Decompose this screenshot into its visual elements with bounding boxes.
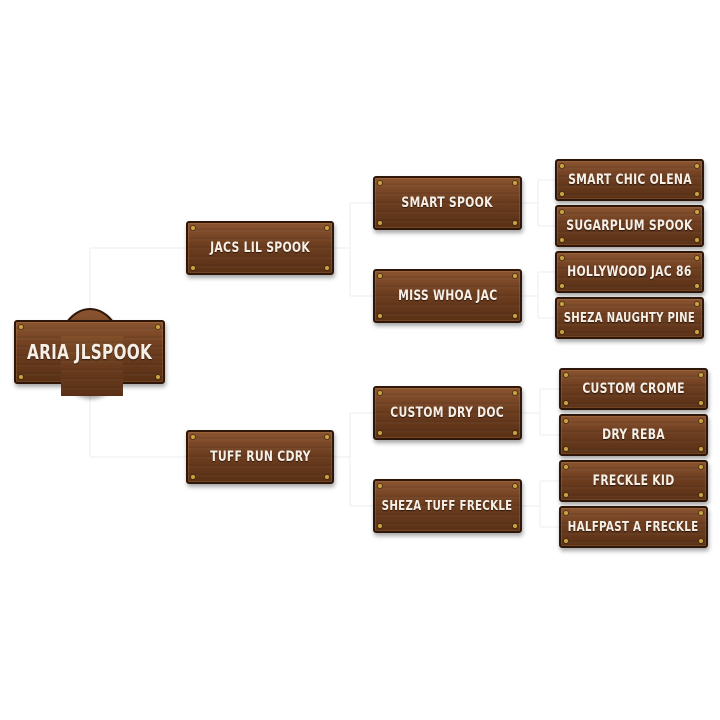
nail-icon bbox=[513, 431, 517, 435]
subject-sign-grain bbox=[61, 336, 123, 396]
dam-name: TUFF RUN CDRY bbox=[209, 449, 311, 465]
nail-icon bbox=[378, 181, 382, 185]
nail-icon bbox=[378, 391, 382, 395]
nail-icon bbox=[560, 330, 564, 334]
nail-icon bbox=[378, 484, 382, 488]
dam-sire-sign: CUSTOM DRY DOC bbox=[373, 386, 522, 440]
nail-icon bbox=[378, 274, 382, 278]
sds-name: HOLLYWOOD JAC 86 bbox=[567, 264, 692, 280]
nail-icon bbox=[156, 375, 160, 379]
nail-icon bbox=[560, 164, 564, 168]
nail-icon bbox=[699, 401, 703, 405]
sire-sire-name: SMART SPOOK bbox=[401, 195, 494, 211]
subject-sign: ARIA JLSPOOK bbox=[14, 308, 165, 396]
nail-icon bbox=[513, 314, 517, 318]
sire-dam-name: MISS WHOA JAC bbox=[397, 288, 498, 304]
nail-icon bbox=[378, 314, 382, 318]
nail-icon bbox=[695, 302, 699, 306]
nail-icon bbox=[513, 181, 517, 185]
nail-icon bbox=[191, 435, 195, 439]
subject-name: ARIA JLSPOOK bbox=[26, 340, 153, 364]
nail-icon bbox=[564, 493, 568, 497]
nail-icon bbox=[513, 391, 517, 395]
nail-icon bbox=[560, 256, 564, 260]
nail-icon bbox=[699, 511, 703, 515]
nail-icon bbox=[564, 465, 568, 469]
nail-icon bbox=[191, 266, 195, 270]
sire-dam-sign: MISS WHOA JAC bbox=[373, 269, 522, 323]
dsd-sign: DRY REBA bbox=[559, 414, 708, 456]
dss-sign: CUSTOM CROME bbox=[559, 368, 708, 410]
nail-icon bbox=[156, 325, 160, 329]
ssd-name: SUGARPLUM SPOOK bbox=[566, 218, 693, 234]
nail-icon bbox=[325, 435, 329, 439]
nail-icon bbox=[325, 266, 329, 270]
nail-icon bbox=[695, 210, 699, 214]
nail-icon bbox=[513, 274, 517, 278]
nail-icon bbox=[695, 192, 699, 196]
nail-icon bbox=[695, 238, 699, 242]
nail-icon bbox=[564, 401, 568, 405]
nail-icon bbox=[699, 447, 703, 451]
nail-icon bbox=[513, 221, 517, 225]
nail-icon bbox=[325, 226, 329, 230]
dam-sire-name: CUSTOM DRY DOC bbox=[390, 405, 505, 421]
dds-name: FRECKLE KID bbox=[592, 473, 675, 489]
nail-icon bbox=[564, 539, 568, 543]
nail-icon bbox=[19, 375, 23, 379]
sire-sire-sign: SMART SPOOK bbox=[373, 176, 522, 230]
nail-icon bbox=[699, 539, 703, 543]
nail-icon bbox=[560, 210, 564, 214]
nail-icon bbox=[695, 284, 699, 288]
nail-icon bbox=[513, 524, 517, 528]
nail-icon bbox=[378, 221, 382, 225]
nail-icon bbox=[560, 238, 564, 242]
nail-icon bbox=[19, 325, 23, 329]
sdd-name: SHEZA NAUGHTY PINE bbox=[563, 310, 696, 326]
nail-icon bbox=[699, 419, 703, 423]
nail-icon bbox=[191, 475, 195, 479]
sire-sign: JACS LIL SPOOK bbox=[186, 221, 334, 275]
nail-icon bbox=[378, 524, 382, 528]
nail-icon bbox=[699, 465, 703, 469]
ddd-name: HALFPAST A FRECKLE bbox=[568, 519, 699, 535]
sdd-sign: SHEZA NAUGHTY PINE bbox=[555, 297, 704, 339]
sss-name: SMART CHIC OLENA bbox=[567, 172, 692, 188]
nail-icon bbox=[695, 330, 699, 334]
nail-icon bbox=[699, 493, 703, 497]
sds-sign: HOLLYWOOD JAC 86 bbox=[555, 251, 704, 293]
nail-icon bbox=[191, 226, 195, 230]
nail-icon bbox=[695, 256, 699, 260]
nail-icon bbox=[560, 302, 564, 306]
nail-icon bbox=[560, 284, 564, 288]
dam-sign: TUFF RUN CDRY bbox=[186, 430, 334, 484]
dss-name: CUSTOM CROME bbox=[582, 381, 685, 397]
nail-icon bbox=[564, 419, 568, 423]
nail-icon bbox=[378, 431, 382, 435]
nail-icon bbox=[513, 484, 517, 488]
nail-icon bbox=[699, 373, 703, 377]
sss-sign: SMART CHIC OLENA bbox=[555, 159, 704, 201]
nail-icon bbox=[564, 373, 568, 377]
nail-icon bbox=[325, 475, 329, 479]
dam-dam-sign: SHEZA TUFF FRECKLE bbox=[373, 479, 522, 533]
nail-icon bbox=[564, 447, 568, 451]
dsd-name: DRY REBA bbox=[602, 427, 665, 443]
subject-sign-board: ARIA JLSPOOK bbox=[14, 320, 165, 396]
ssd-sign: SUGARPLUM SPOOK bbox=[555, 205, 704, 247]
nail-icon bbox=[695, 164, 699, 168]
nail-icon bbox=[560, 192, 564, 196]
ddd-sign: HALFPAST A FRECKLE bbox=[559, 506, 708, 548]
sire-name: JACS LIL SPOOK bbox=[210, 240, 310, 256]
dds-sign: FRECKLE KID bbox=[559, 460, 708, 502]
dam-dam-name: SHEZA TUFF FRECKLE bbox=[382, 498, 513, 514]
nail-icon bbox=[564, 511, 568, 515]
